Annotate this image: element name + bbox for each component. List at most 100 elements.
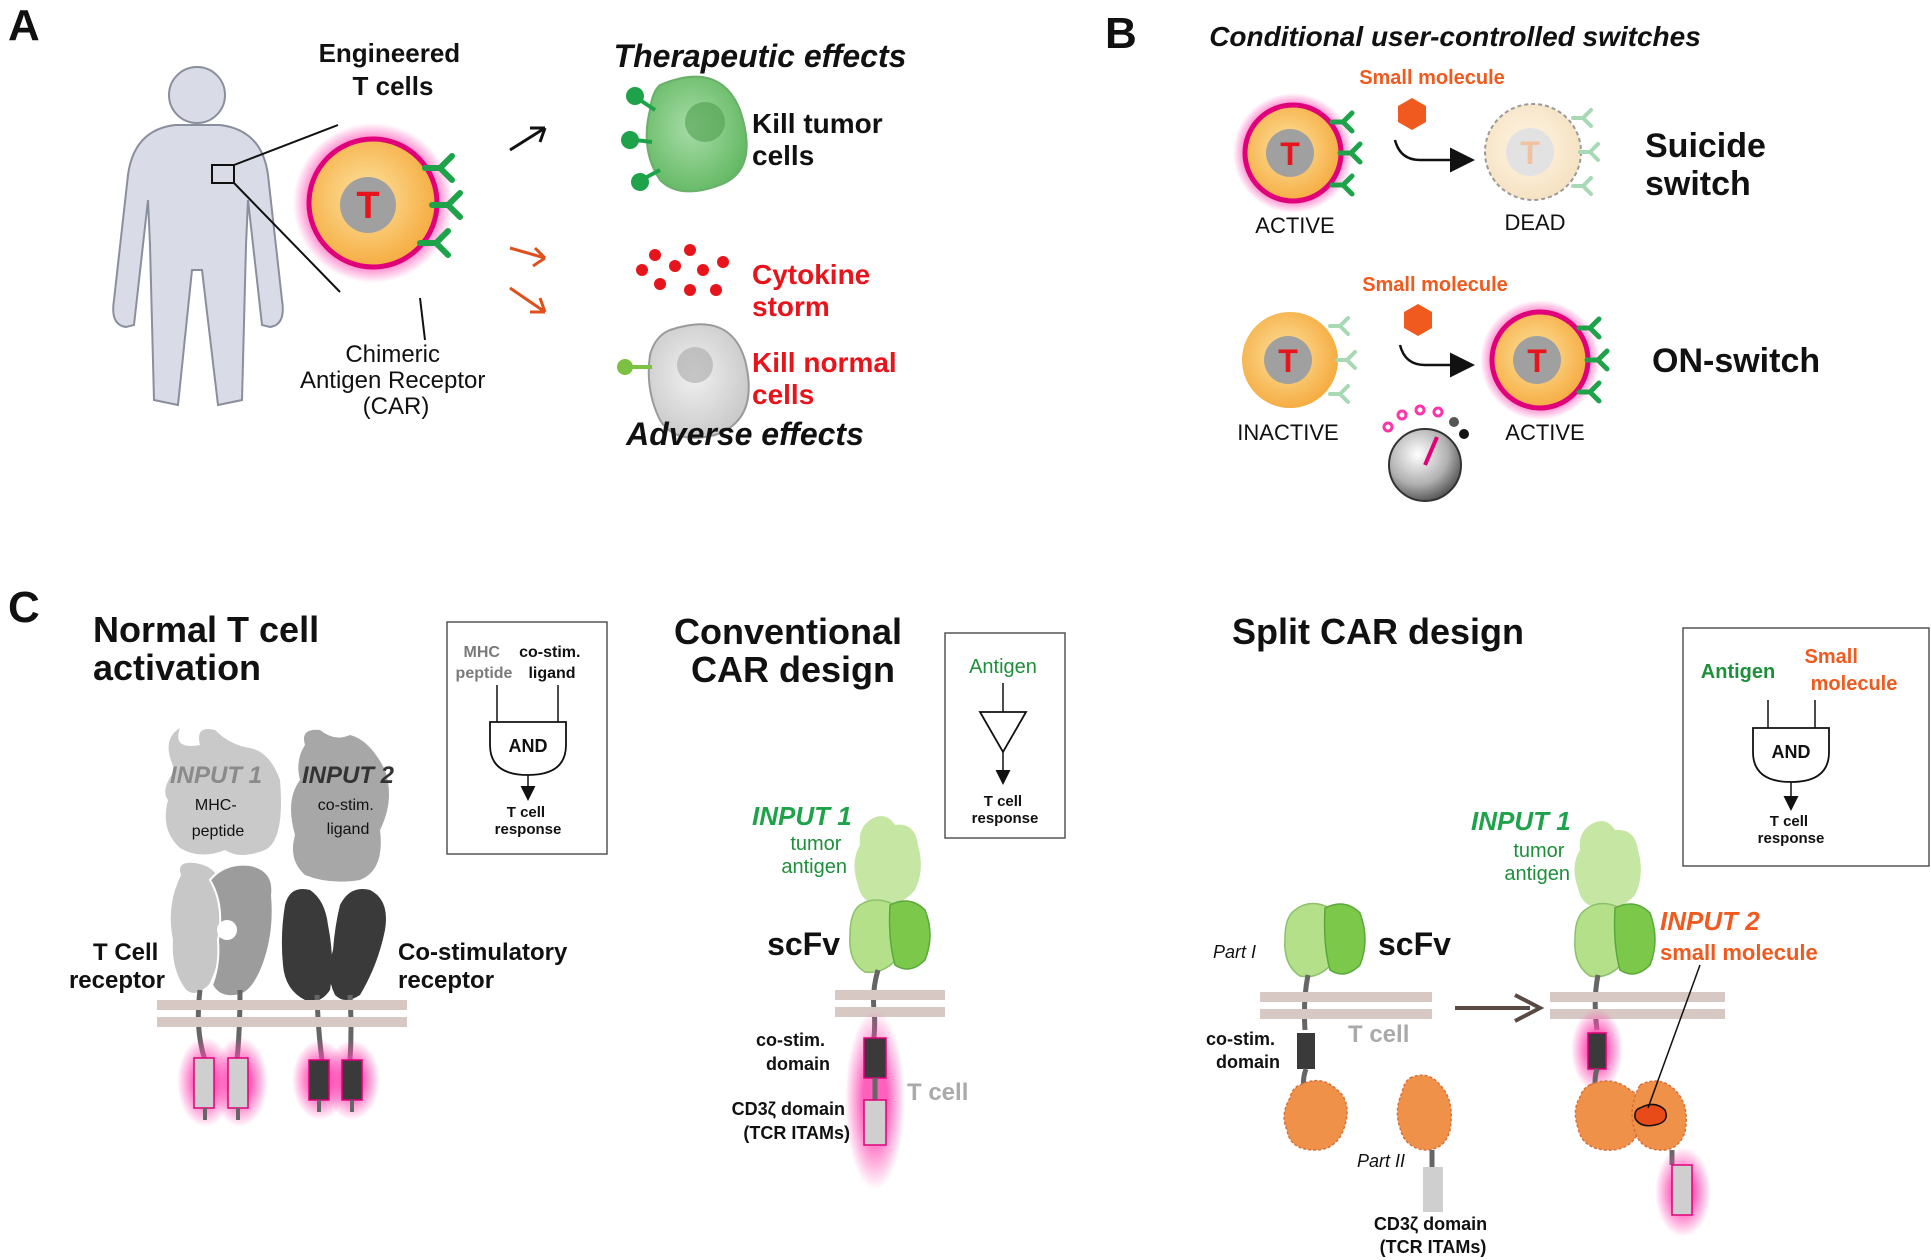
car-pointer-line <box>419 297 426 341</box>
small-molecule-hexagon-1 <box>1398 98 1426 130</box>
part1-label: Part I <box>1213 942 1256 962</box>
cd3-domain-split-inactive <box>1423 1167 1443 1212</box>
membrane-split-right <box>1550 992 1725 1019</box>
cytokine-dots <box>636 244 729 296</box>
t-letter: T <box>1280 136 1300 172</box>
mhc-peptide-blob <box>165 728 281 855</box>
small-molecule-hexagon-2 <box>1404 304 1432 336</box>
adverse-arrow-2 <box>509 286 547 314</box>
gate-input-costim: co-stim. ligand <box>519 644 585 682</box>
zoom-line-bottom <box>233 182 341 293</box>
t-letter: T <box>1520 135 1540 171</box>
membrane-split-left <box>1260 992 1432 1019</box>
split-car-title: Split CAR design <box>1232 611 1524 652</box>
input2-label-normal: INPUT 2 <box>302 762 395 789</box>
panel-b-label: B <box>1105 9 1137 58</box>
on-switch-label: ON-switch <box>1652 342 1820 380</box>
active-t-cell-1: T <box>1233 93 1363 213</box>
therapeutic-effects-title: Therapeutic effects <box>614 38 907 74</box>
membrane-normal <box>157 1000 407 1027</box>
therapeutic-arrow <box>509 126 547 152</box>
tumor-antigen-blob-split <box>1574 821 1641 909</box>
tumor-cell <box>621 75 748 193</box>
tumor-antigen-blob-conventional <box>854 816 921 905</box>
engineered-t-cells-label: Engineered T cells <box>319 38 468 101</box>
t-letter: T <box>1278 343 1298 379</box>
zoom-line-top <box>233 124 339 166</box>
switches-title: Conditional user-controlled switches <box>1209 21 1701 52</box>
split-transition-arrow <box>1455 993 1545 1023</box>
normal-cell <box>617 323 750 439</box>
cd3-domain-label-split: CD3ζ domain (TCR ITAMs) <box>1374 1214 1492 1257</box>
gate-input-mhc: MHC peptide <box>456 644 513 682</box>
active-t-cell-2: T <box>1480 300 1610 420</box>
costim-domain-split <box>1297 1033 1315 1069</box>
panel-a-label: A <box>8 1 40 50</box>
adverse-arrow-1 <box>509 246 547 268</box>
engineered-t-cell: T <box>293 123 463 283</box>
adverse-effects-title: Adverse effects <box>625 416 864 452</box>
gate-input-antigen-split: Antigen <box>1701 661 1775 683</box>
and-gate-text: AND <box>509 736 548 756</box>
assembled-signaling <box>1571 964 1711 1237</box>
small-molecule-bound <box>1634 1103 1667 1127</box>
scfv-label-conventional: scFv <box>767 926 840 962</box>
suicide-arrow <box>1393 139 1475 173</box>
scfv-conventional <box>849 899 931 1051</box>
gate-output: T cell response <box>495 804 562 838</box>
active-label-2: ACTIVE <box>1505 420 1584 445</box>
human-body-icon <box>112 66 284 407</box>
and-gate-box-split: Antigen Small molecule AND T cell respon… <box>1682 627 1930 867</box>
costim-receptor-label: Co-stimulatory receptor <box>398 939 574 994</box>
input1-label-split: INPUT 1 <box>1471 806 1571 836</box>
body-zoom-box <box>211 164 235 184</box>
input2-sub-split: small molecule <box>1660 940 1818 965</box>
cd3-domain-label-conventional: CD3ζ domain (TCR ITAMs) <box>732 1099 850 1143</box>
input2-label-split: INPUT 2 <box>1660 906 1760 936</box>
scfv-split-part1 <box>1284 902 1366 1031</box>
car-signaling-domains <box>845 1010 905 1190</box>
dial-knob-icon[interactable] <box>1382 404 1469 502</box>
gate-input-small-molecule: Small molecule <box>1805 646 1898 695</box>
kill-tumor-label: Kill tumor cells <box>752 108 890 171</box>
inactive-t-cell: T <box>1242 312 1357 408</box>
small-molecule-label-2: Small molecule <box>1362 274 1508 296</box>
input1-label-normal: INPUT 1 <box>170 762 262 789</box>
panel-c-label: C <box>8 583 40 632</box>
part2-label: Part II <box>1357 1151 1405 1171</box>
tumor-antigen-sub-conventional: tumor antigen <box>781 833 847 878</box>
tcr-label: T Cell receptor <box>69 939 165 994</box>
small-molecule-label-1: Small molecule <box>1359 67 1505 89</box>
dimerization-domain-2 <box>1396 1074 1452 1151</box>
t-cell-receptor <box>168 860 274 1061</box>
kill-normal-label: Kill normal cells <box>752 347 904 410</box>
t-cell-label-split: T cell <box>1348 1021 1409 1048</box>
on-switch-arrow <box>1398 344 1475 378</box>
car-label: Chimeric Antigen Receptor (CAR) <box>300 341 492 420</box>
suicide-switch-label: Suicide switch <box>1645 127 1775 203</box>
t-cell-label-conventional: T cell <box>907 1079 968 1106</box>
costim-ligand-blob <box>291 729 389 882</box>
tumor-antigen-sub-split: tumor antigen <box>1504 840 1570 885</box>
gate-output: T cell response <box>972 793 1039 827</box>
normal-activation-title: Normal T cell activation <box>93 609 329 688</box>
buffer-gate-box-conventional: Antigen T cell response <box>944 632 1066 839</box>
buffer-gate-symbol <box>978 711 1028 754</box>
gate-input-antigen: Antigen <box>969 656 1037 678</box>
cytokine-storm-label: Cytokine storm <box>752 259 878 322</box>
and-gate-text-split: AND <box>1772 742 1811 762</box>
scfv-label-split: scFv <box>1378 926 1451 962</box>
inactive-label: INACTIVE <box>1237 420 1338 445</box>
active-label-1: ACTIVE <box>1255 213 1334 238</box>
costim-receptor <box>281 889 386 1061</box>
costim-ligand-sub: co-stim. ligand <box>318 797 378 838</box>
conventional-car-title: Conventional CAR design <box>674 611 912 690</box>
mhc-peptide-sub: MHC- peptide <box>192 797 245 840</box>
dead-label: DEAD <box>1504 210 1565 235</box>
costim-domain-label-split: co-stim. domain <box>1206 1029 1280 1072</box>
membrane-conventional <box>835 990 945 1017</box>
dead-t-cell: T <box>1484 103 1600 201</box>
gate-output: T cell response <box>1758 813 1825 847</box>
t-cell-letter: T <box>356 185 379 227</box>
